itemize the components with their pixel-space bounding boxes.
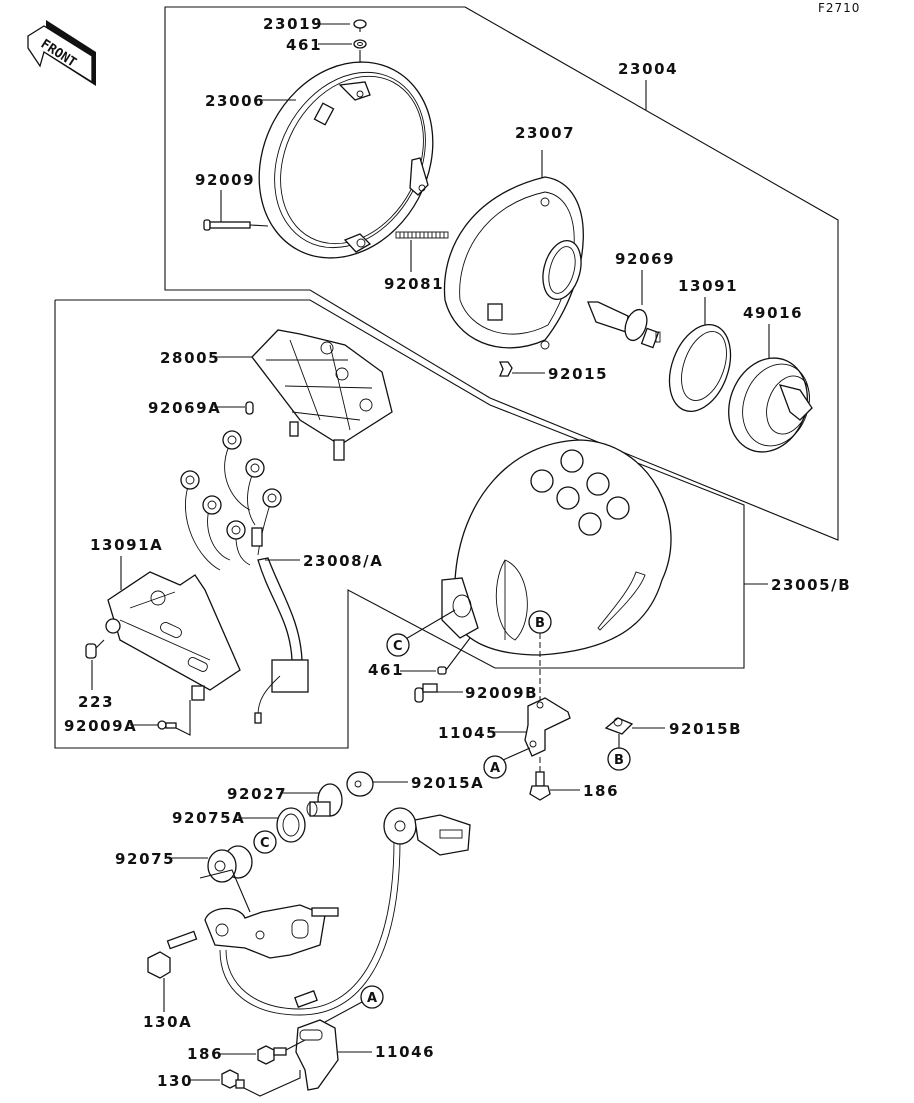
assembly-line (199, 869, 251, 913)
rubber-mount-icon (207, 845, 253, 883)
screw-icon (414, 683, 438, 703)
svg-text:C: C (260, 836, 270, 851)
ref-marker-A-lower: A (360, 985, 384, 1009)
grommet-icon (276, 807, 306, 843)
ref-marker-A: A (483, 755, 507, 779)
headlight-rim-icon (258, 61, 434, 259)
front-arrow-icon: FRONT (27, 20, 96, 86)
mount-bracket-icon (524, 697, 571, 757)
small-bulb-icon (245, 401, 254, 415)
screw-icon (353, 19, 367, 32)
leader-A-lower (324, 1001, 363, 1023)
group-box-23004 (164, 6, 839, 541)
assembly-line (175, 700, 191, 736)
ref-marker-C: C (386, 633, 410, 657)
svg-text:A: A (367, 991, 377, 1006)
part-label-23007: 23007 (515, 124, 575, 142)
part-label-130: 130 (157, 1072, 193, 1090)
part-label-186-lower: 186 (187, 1045, 223, 1063)
group-label-23005: 23005/B (771, 576, 851, 594)
indicator-lens-icon (530, 449, 630, 536)
long-screw-icon (203, 219, 269, 231)
svg-text:B: B (614, 753, 624, 768)
ref-marker-B-clip: B (607, 747, 631, 771)
ref-marker-C-lower: C (253, 830, 277, 854)
part-label-23006: 23006 (205, 92, 265, 110)
part-label-92069: 92069 (615, 250, 675, 268)
part-label-23008A: 23008/A (303, 552, 383, 570)
part-label-11046: 11046 (375, 1043, 435, 1061)
stay-bracket-icon (204, 904, 339, 959)
headlight-bulb-icon (587, 301, 661, 349)
part-label-92075A: 92075A (172, 809, 245, 827)
clip-nut-icon (604, 717, 634, 735)
part-label-92027: 92027 (227, 785, 287, 803)
ref-marker-B: B (528, 610, 552, 634)
wiring-harness-icon (180, 430, 309, 724)
part-label-223: 223 (78, 693, 114, 711)
hex-bolt-icon (221, 1069, 245, 1089)
part-label-92081: 92081 (384, 275, 444, 293)
group-box-23005 (54, 299, 745, 749)
socket-ring-icon (668, 323, 732, 413)
washer-icon (437, 666, 447, 675)
part-label-92015: 92015 (548, 365, 608, 383)
part-label-49016: 49016 (743, 304, 803, 322)
clamp-bracket-icon (295, 1019, 339, 1091)
bolt-icon (529, 771, 551, 801)
ground-cable-icon (219, 807, 471, 1016)
part-label-92015A: 92015A (411, 774, 484, 792)
part-label-92009B: 92009B (465, 684, 538, 702)
part-label-92009A: 92009A (64, 717, 137, 735)
hex-bolt-icon (147, 930, 198, 979)
reflector-icon (443, 176, 584, 350)
part-label-28005: 28005 (160, 349, 220, 367)
headlight-housing-icon (441, 439, 672, 656)
part-label-186-upper: 186 (583, 782, 619, 800)
part-label-23019: 23019 (263, 15, 323, 33)
part-label-13091: 13091 (678, 277, 738, 295)
assembly-line (243, 1070, 301, 1097)
collar-icon (306, 783, 343, 817)
part-label-11045: 11045 (438, 724, 498, 742)
svg-text:C: C (393, 639, 403, 654)
leader-A-bracket (502, 747, 531, 761)
screw-icon (157, 720, 177, 730)
svg-text:B: B (535, 616, 545, 631)
hex-bolt-icon (257, 1045, 287, 1065)
bracket-icon (105, 571, 241, 701)
part-label-13091A: 13091A (90, 536, 163, 554)
part-label-130A: 130A (143, 1013, 192, 1031)
group-label-23004: 23004 (618, 60, 678, 78)
part-label-92075: 92075 (115, 850, 175, 868)
screw-icon (85, 639, 105, 659)
washer-icon (353, 39, 367, 49)
dust-cover-icon (728, 357, 813, 453)
figure-code: F2710 (818, 1, 860, 15)
assembly-line (445, 637, 471, 671)
part-label-461-lower: 461 (368, 661, 404, 679)
indicator-panel-icon (251, 329, 393, 461)
part-label-92009: 92009 (195, 171, 255, 189)
spring-icon (395, 231, 449, 239)
svg-text:A: A (490, 761, 500, 776)
nut-icon (346, 771, 374, 797)
assembly-line (285, 1039, 306, 1051)
leader-C-housing (403, 609, 456, 641)
part-label-92069A: 92069A (148, 399, 221, 417)
part-label-461-top: 461 (286, 36, 322, 54)
clip-icon (499, 361, 513, 377)
part-label-92015B: 92015B (669, 720, 742, 738)
